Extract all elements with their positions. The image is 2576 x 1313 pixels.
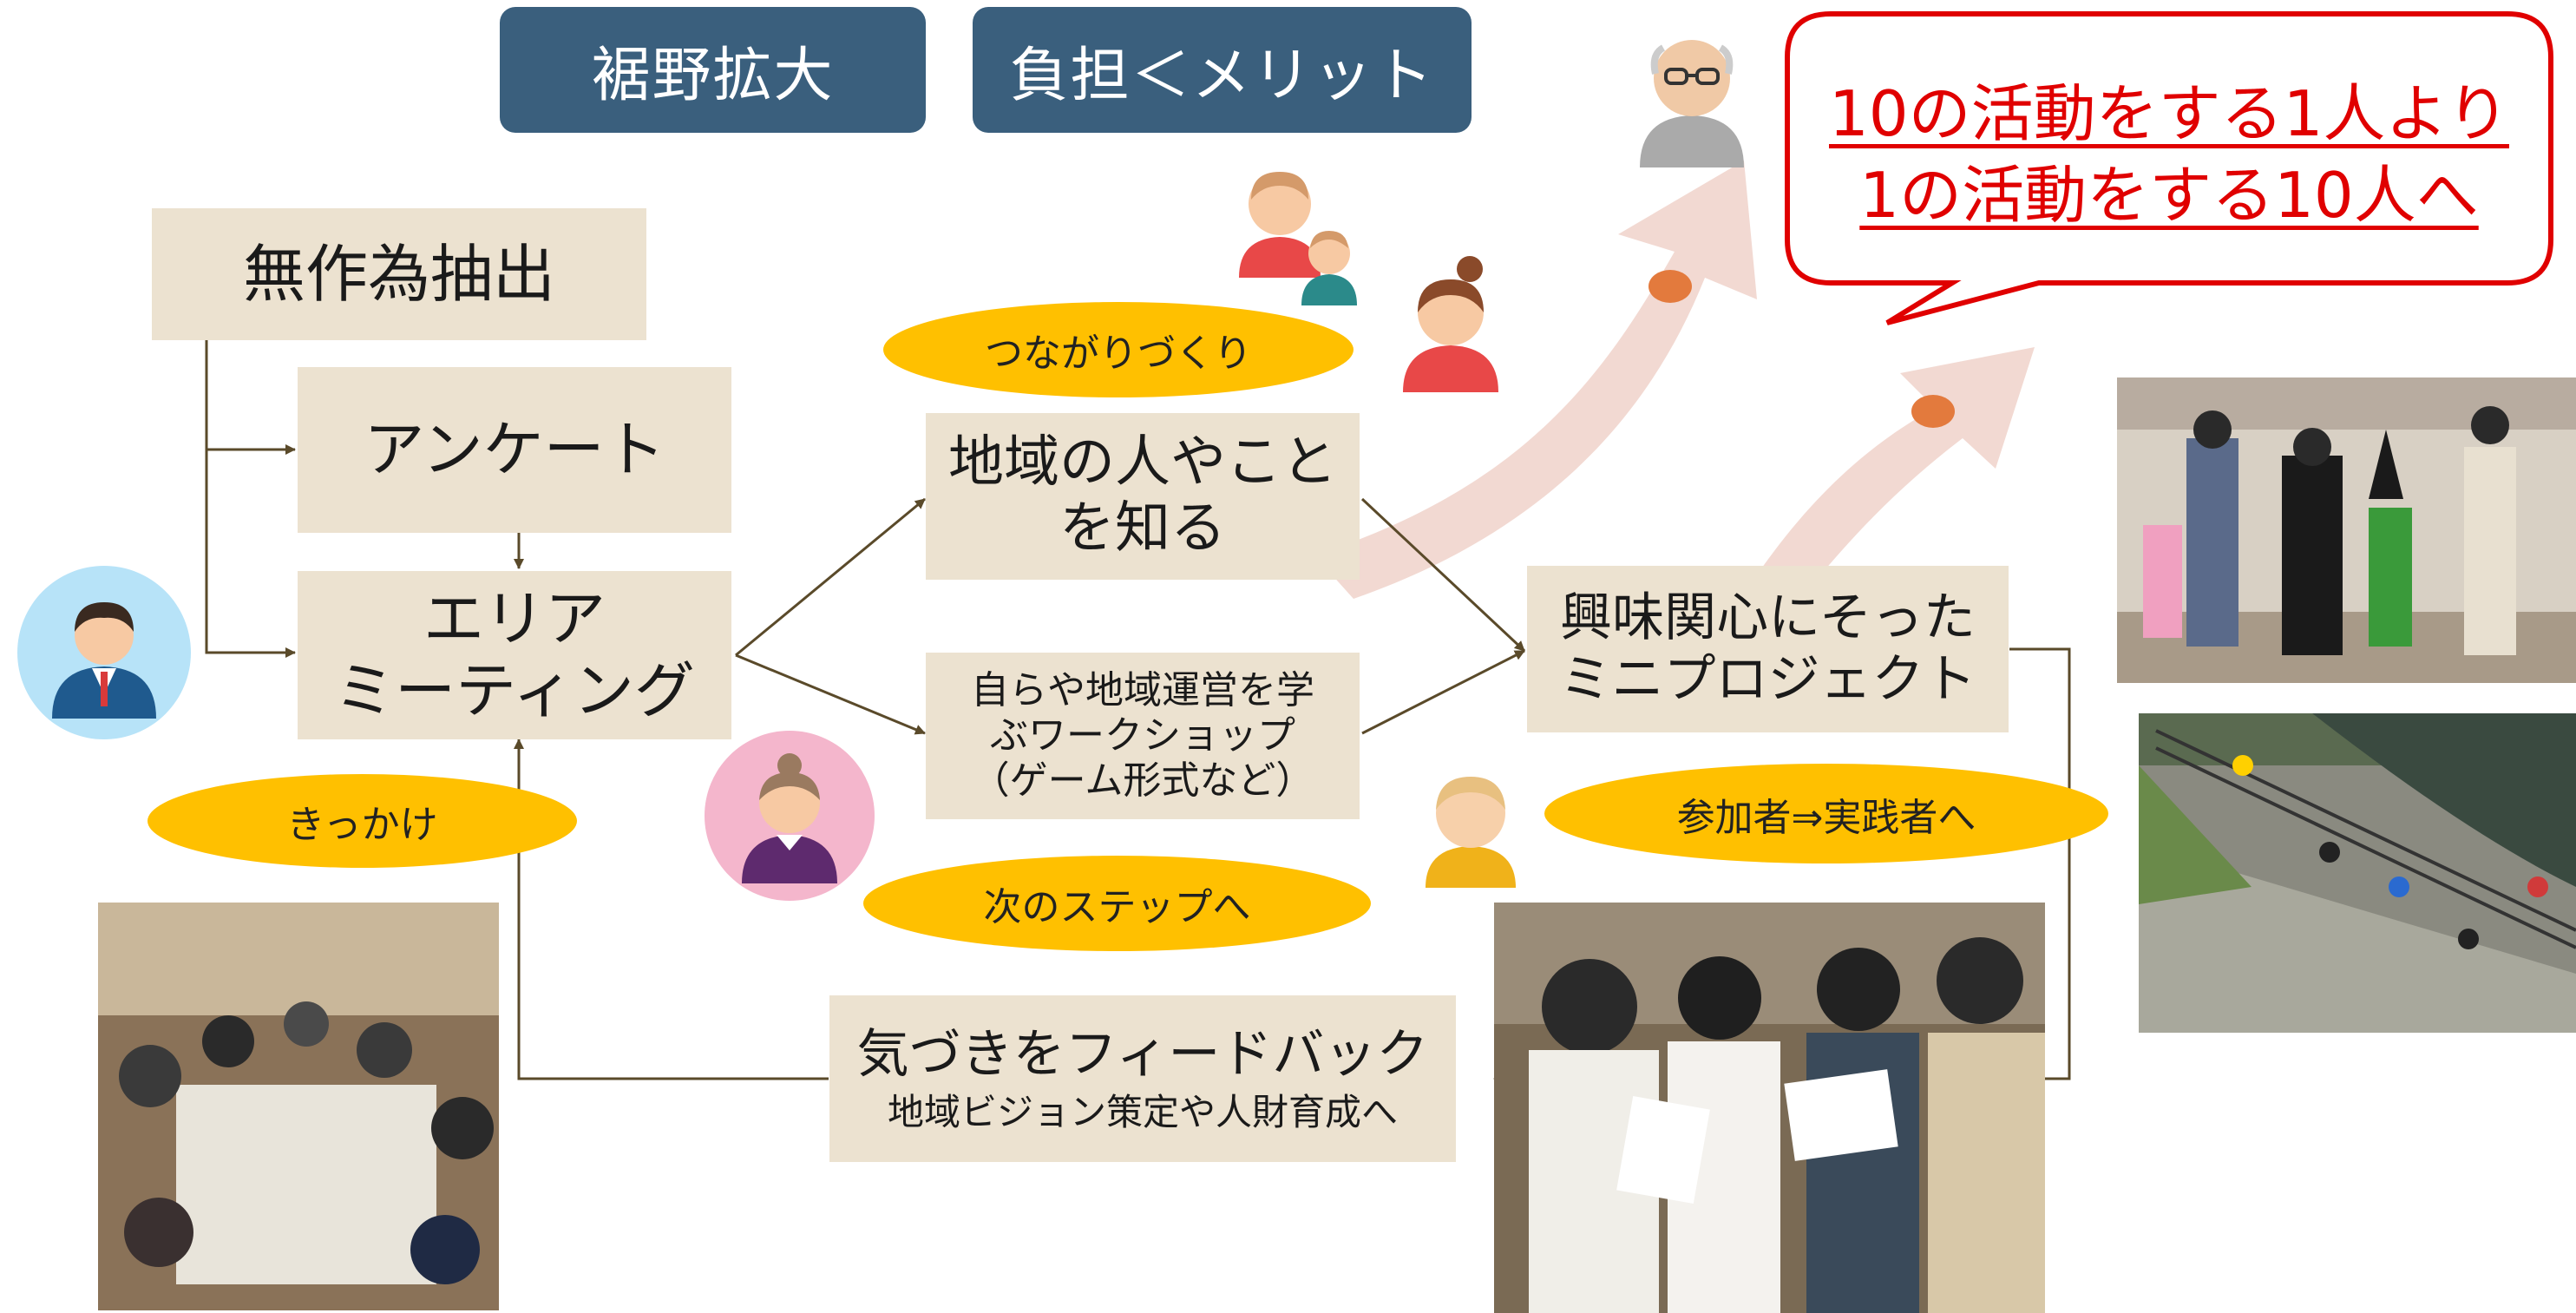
box-feedback: 気づきをフィードバック 地域ビジョン策定や人財育成へ bbox=[829, 995, 1456, 1162]
pill-next-step: 次のステップへ bbox=[863, 856, 1371, 951]
growth-arrow-dot-upper bbox=[1649, 270, 1692, 303]
pill-participant: 参加者⇒実践者へ bbox=[1544, 764, 2108, 863]
survey-label: アンケート bbox=[364, 414, 665, 486]
connector-random-to-area bbox=[205, 450, 296, 658]
connector-workshop-to-project bbox=[1361, 649, 1525, 735]
growth-arrow-lower bbox=[1735, 347, 2035, 616]
connector-random-to-survey bbox=[205, 340, 296, 455]
growth-arrow-dot-lower bbox=[1911, 395, 1955, 428]
photo-halloween-event bbox=[2117, 377, 2576, 683]
elder-man-icon bbox=[1640, 40, 1744, 167]
photo-riverside-event bbox=[2139, 713, 2576, 1033]
photo-mini-project bbox=[1494, 903, 2045, 1313]
child-yellow-shirt-icon bbox=[1426, 777, 1516, 888]
photo-area-meeting bbox=[98, 903, 499, 1310]
woman-red-shirt-icon bbox=[1403, 256, 1498, 392]
growth-arrow-upper bbox=[1314, 161, 1757, 599]
elder-woman-icon bbox=[705, 731, 875, 901]
pill-trigger-label: きっかけ bbox=[286, 803, 438, 847]
callout-line1: 10の活動をする1人より bbox=[1829, 77, 2509, 150]
workshop-line1: 自らや地域運営を学 bbox=[971, 668, 1314, 713]
workshop-line2: ぶワークショップ bbox=[990, 713, 1295, 758]
feedback-line2: 地域ビジョン策定や人財育成へ bbox=[887, 1090, 1398, 1133]
area-meeting-line1: エリア bbox=[423, 583, 606, 655]
workshop-line3: （ゲーム形式など） bbox=[971, 758, 1314, 803]
staff-person-icon bbox=[17, 566, 191, 739]
box-workshop: 自らや地域運営を学 ぶワークショップ （ゲーム形式など） bbox=[926, 653, 1360, 819]
box-area-meeting: エリア ミーティング bbox=[298, 571, 731, 739]
connector-area-to-know bbox=[735, 497, 926, 657]
header-expand-label: 裾野拡大 bbox=[591, 42, 835, 110]
box-survey: アンケート bbox=[298, 367, 731, 533]
pill-connection-label: つながりづくり bbox=[985, 332, 1252, 376]
parent-child-icon bbox=[1239, 172, 1357, 305]
know-region-line2: を知る bbox=[1059, 496, 1226, 561]
connector-know-to-project bbox=[1360, 497, 1526, 653]
callout-text: 10の活動をする1人より 1の活動をする10人へ bbox=[1796, 74, 2542, 247]
pill-trigger: きっかけ bbox=[147, 774, 577, 868]
area-meeting-line2: ミーティング bbox=[334, 655, 695, 726]
connector-area-to-workshop bbox=[735, 653, 926, 735]
header-merit: 負担＜メリット bbox=[973, 7, 1472, 133]
box-know-region: 地域の人やこと を知る bbox=[926, 413, 1360, 580]
random-extraction-label: 無作為抽出 bbox=[242, 237, 555, 311]
pill-participant-label: 参加者⇒実践者へ bbox=[1676, 795, 1976, 840]
box-mini-project: 興味関心にそった ミニプロジェクト bbox=[1527, 566, 2009, 732]
pill-connection: つながりづくり bbox=[883, 302, 1354, 397]
pill-next-step-label: 次のステップへ bbox=[983, 885, 1251, 929]
know-region-line1: 地域の人やこと bbox=[948, 430, 1337, 496]
callout-bubble bbox=[1785, 11, 2553, 325]
header-merit-label: 負担＜メリット bbox=[1009, 42, 1435, 110]
mini-project-line2: ミニプロジェクト bbox=[1559, 649, 1976, 710]
box-random-extraction: 無作為抽出 bbox=[152, 208, 646, 340]
feedback-line1: 気づきをフィードバック bbox=[856, 1023, 1429, 1085]
callout-line2: 1の活動をする10人へ bbox=[1859, 158, 2479, 232]
header-expand-base: 裾野拡大 bbox=[500, 7, 926, 133]
mini-project-line1: 興味関心にそった bbox=[1560, 588, 1976, 649]
